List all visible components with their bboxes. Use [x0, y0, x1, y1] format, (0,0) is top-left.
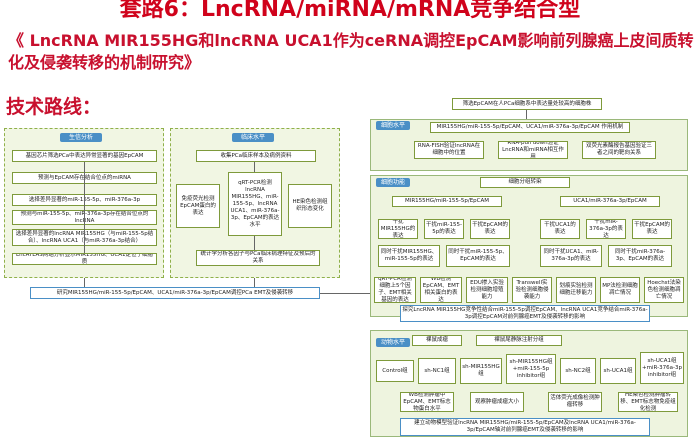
animal-group-1: Control组 — [376, 360, 414, 382]
route-label: 技术路线： — [6, 96, 102, 118]
animal-group-2: sh-NC1组 — [418, 358, 456, 384]
paper-title: 《 LncRNA MIR155HG和lncRNA UCA1作为ceRNA调控Ep… — [8, 31, 694, 72]
assay-box-2: WB检测EpCAM、EMT相关蛋白的表达 — [420, 277, 462, 303]
animal-group-5: sh-NC2组 — [560, 358, 596, 384]
cell-conclusion-box: 探究LncRNA MIR155HG竞争性结合miR-155-5p调控EpCAM、… — [400, 305, 650, 322]
left-row2-box-1: 同时干扰MIR155HG、miR-155-5p的表达 — [378, 245, 440, 267]
animal-level-tag: 动物水平 — [376, 338, 410, 347]
left-box-6: LncATLAS网站分析显示MIR155HG、UCA1定位于细胞质 — [12, 253, 157, 265]
mid-box-1: 免疫荧光检测EpCAM蛋白的表达 — [176, 184, 220, 228]
assay-box-1: qRT-PCR检测细胞上5个因子、EMT相关基因的表达 — [374, 277, 416, 303]
left-row1-box-3: 干扰EpCAM的表达 — [470, 219, 510, 239]
cell-function-tag: 细胞功能 — [376, 178, 410, 187]
animal-left-box: 裸鼠成瘤 — [412, 335, 462, 346]
cell-box-3: 双荧光素酶报告基因验证三者之间的靶向关系 — [582, 141, 656, 159]
right-row1-box-3: 干扰EpCAM的表达 — [632, 219, 672, 239]
left-row1-box-1: 干扰MIR155HG的表达 — [378, 219, 418, 239]
right-top-box: 筛选EpCAM在人PCa细胞系中表达量处较高的细胞株 — [452, 98, 602, 110]
bottom-left-connector — [84, 278, 85, 287]
assay-box-3: EDU掺入实验检测细胞增殖能力 — [466, 277, 508, 303]
animal-right-box: 裸鼠尾静脉注射分组 — [476, 335, 562, 346]
animal-group-4: sh-MIR155HG组+miR-155-5p inhibitor组 — [506, 354, 556, 384]
mid-panel-tag: 临床水平 — [232, 133, 274, 142]
mid-box-2: qRT-PCR检测lncRNA MIR155HG、miR-155-5p、lncR… — [228, 172, 282, 236]
assay-box-7: Hoechst法染色检测细胞凋亡情况 — [644, 277, 684, 303]
bottom-mid-connector — [254, 278, 255, 287]
left-panel-tag: 生信分析 — [60, 133, 102, 142]
assay-box-6: MP法检测细胞凋亡情况 — [600, 277, 640, 303]
animal-conclusion-box: 建立动物模型验证lncRNA MIR155HG/miR-155-5p/EpCAM… — [400, 418, 650, 436]
func-title-box: 细胞分组转染 — [480, 177, 570, 188]
left-box-1: 基因芯片筛选PCa中表达异常显著的基因EpCAM — [12, 150, 157, 162]
left-row2-box-2: 同时干扰miR-155-5p、EpCAM的表达 — [446, 245, 510, 267]
bottom-left-box: 研究MIR155HG/miR-155-5p/EpCAM、UCA1/miR-376… — [30, 287, 320, 299]
animal-group-3: sh-MIR155HG组 — [460, 358, 502, 384]
animal-group-7: sh-UCA1组+miR-376a-3p inhibitor组 — [640, 352, 684, 384]
branch-right-box: UCA1/miR-376a-3p/EpCAM — [560, 196, 660, 207]
cell-box-2: RNA-pull down验证LncRNA和miRNA相互作用 — [498, 141, 568, 159]
right-row2-box-2: 同时干扰miR-376a-3p、EpCAM的表达 — [608, 245, 672, 267]
left-connector — [84, 162, 85, 253]
mid-connector-2 — [254, 236, 255, 250]
to-right-connector — [320, 293, 370, 294]
mid-top-box: 收集PCa临床样本及病例资料 — [196, 150, 316, 162]
animal-assay-3: 活体荧光成像检测肿瘤转移 — [548, 392, 602, 412]
mid-bottom-box: 统计学分析各因子与PCa临床病理特征及预后的关系 — [196, 250, 320, 266]
cell-box-1: RNA-FISH验证lncRNA在细胞中的位置 — [414, 141, 484, 159]
mid-connector — [254, 162, 255, 172]
right-vertical — [526, 110, 527, 119]
right-row1-box-1: 干扰UCA1的表达 — [540, 219, 580, 239]
cell-level-tag: 细胞水平 — [376, 121, 410, 130]
animal-assay-2: 观察肿瘤成瘤大小 — [470, 392, 524, 412]
cell-title-box: MIR155HG/miR-155-5p/EpCAM、UCA1/miR-376a-… — [430, 122, 630, 133]
assay-box-4: Transwell实验检测细胞侵袭能力 — [512, 277, 552, 303]
top-title: 套路6：LncRNA/miRNA/mRNA竞争结合型 — [119, 0, 581, 22]
right-row2-box-1: 同时干扰UCA1、miR-376a-3p的表达 — [540, 245, 602, 267]
animal-assay-1: WB检测肿瘤中EpCAM、EMT标志物蛋白水平 — [400, 392, 454, 412]
animal-assay-4: HE染色检测肿瘤转移、EMT标志物免疫组化检测 — [618, 392, 678, 412]
animal-group-6: sh-UCA1组 — [600, 358, 636, 384]
assay-box-5: 划痕实验检测细胞迁移能力 — [556, 277, 596, 303]
left-row1-box-2: 干扰miR-155-5p的表达 — [424, 219, 464, 239]
branch-left-box: MIR155HG/miR-155-5p/EpCAM — [392, 196, 502, 207]
right-row1-box-2: 干扰miR-376a-3p的表达 — [586, 219, 626, 239]
mid-box-3: HE染色检测组织形态变化 — [288, 184, 332, 228]
